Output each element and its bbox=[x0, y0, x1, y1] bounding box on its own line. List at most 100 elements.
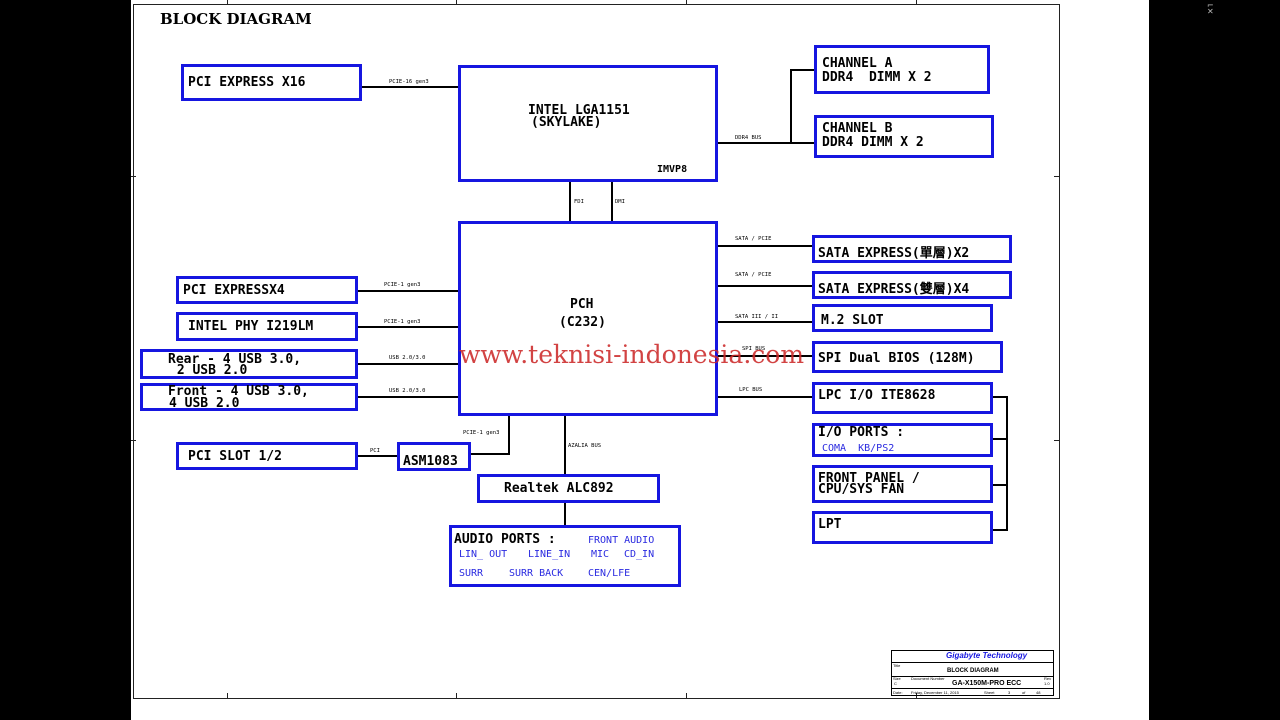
pcie-x4-block bbox=[176, 276, 358, 304]
rev-value: 1.0 bbox=[1044, 681, 1050, 686]
channel-a-block bbox=[814, 45, 990, 94]
schematic-sheet: BLOCK DIAGRAM PCIE-16 gen3 DDR4 BUS FDI … bbox=[131, 0, 1149, 720]
ddr4-vertical bbox=[790, 69, 792, 144]
spi-bios-label: SPI Dual BIOS (128M) bbox=[818, 351, 975, 366]
channel-b-line1: CHANNEL B bbox=[822, 121, 893, 136]
watermark: www.teknisi-indonesia.com bbox=[459, 340, 805, 369]
audio-line bbox=[564, 502, 566, 526]
bus-label-sata-pcie-1: SATA / PCIE bbox=[735, 236, 772, 242]
asm-pcie-vertical bbox=[508, 415, 510, 455]
date-value: Friday, December 11, 2015 bbox=[911, 690, 959, 695]
phy-line bbox=[357, 326, 459, 328]
sata-express-x2-block bbox=[812, 235, 1012, 263]
audio-surr: SURR bbox=[459, 568, 484, 579]
sata-x2-line bbox=[717, 245, 812, 247]
frame-tick bbox=[131, 440, 136, 441]
bus-label-pcie1-b: PCIE-1 gen3 bbox=[384, 319, 421, 325]
bus-label-usb-a: USB 2.0/3.0 bbox=[389, 355, 426, 361]
pch-block bbox=[458, 221, 718, 416]
rear-usb-block bbox=[140, 349, 358, 379]
audio-mic: MIC bbox=[591, 549, 610, 560]
cpu-codename: (SKYLAKE) bbox=[531, 115, 602, 130]
front-panel-block bbox=[812, 465, 993, 503]
m2-slot-block bbox=[812, 304, 993, 332]
frame-tick bbox=[686, 693, 687, 698]
tb-divider bbox=[892, 676, 1053, 677]
of-value: 48 bbox=[1036, 690, 1041, 695]
lpc-stub-ports bbox=[993, 438, 1008, 440]
ddr4-a-stub bbox=[790, 69, 814, 71]
frame-tick bbox=[1054, 440, 1059, 441]
of-label: of bbox=[1022, 690, 1026, 695]
sata-express-x2-label: SATA EXPRESS(單層)X2 bbox=[818, 246, 970, 261]
docnum-label: Document Number bbox=[911, 676, 945, 681]
front-usb-line1: Front - 4 USB 3.0, bbox=[168, 384, 309, 399]
asm1083-label: ASM1083 bbox=[403, 454, 458, 469]
pcie-x4-line bbox=[357, 290, 459, 292]
audio-front: FRONT AUDIO bbox=[588, 535, 655, 546]
cpu-block bbox=[458, 65, 718, 182]
pch-model: (C232) bbox=[559, 315, 606, 330]
bus-label-pcie16: PCIE-16 gen3 bbox=[389, 79, 429, 85]
title-block: Gigabyte Technology Title BLOCK DIAGRAM … bbox=[891, 650, 1054, 696]
title-label: Title bbox=[893, 663, 901, 668]
audio-cd-in: CD_IN bbox=[624, 549, 655, 560]
io-ports-sub: COMA KB/PS2 bbox=[822, 443, 895, 454]
lpc-vertical bbox=[1006, 396, 1008, 531]
pci-slot-label: PCI SLOT 1/2 bbox=[188, 449, 282, 464]
fdi-line bbox=[569, 181, 571, 222]
channel-b-block bbox=[814, 115, 994, 158]
audio-lin-out: LIN_ OUT bbox=[459, 549, 508, 560]
size-value: C bbox=[894, 681, 897, 686]
diagram-title: BLOCK DIAGRAM bbox=[160, 10, 312, 28]
tb-divider bbox=[892, 662, 1053, 663]
front-panel-line2: CPU/SYS FAN bbox=[818, 482, 905, 497]
minimize-icon[interactable]: ⌐ bbox=[1207, 1, 1214, 10]
lpc-io-label: LPC I/O ITE8628 bbox=[818, 388, 936, 403]
audio-ports-heading: AUDIO PORTS : bbox=[454, 532, 556, 547]
dmi-line bbox=[611, 181, 613, 222]
channel-a-line1: CHANNEL A bbox=[822, 56, 893, 71]
front-usb-block bbox=[140, 383, 358, 411]
close-icon[interactable]: ✕ bbox=[1207, 7, 1214, 16]
channel-b-line2: DDR4 DIMM X 2 bbox=[822, 135, 924, 150]
asm-pcie-horizontal bbox=[469, 453, 510, 455]
bus-label-spi: SPI BUS bbox=[742, 346, 766, 352]
rev-label: Rev bbox=[1044, 676, 1052, 681]
bus-label-azalia: AZALIA BUS bbox=[568, 443, 602, 449]
azalia-line bbox=[564, 415, 566, 475]
intel-phy-label: INTEL PHY I219LM bbox=[188, 319, 314, 334]
pch-name: PCH bbox=[570, 297, 594, 312]
rear-usb-line2: 2 USB 2.0 bbox=[169, 363, 248, 378]
usb-rear-line bbox=[357, 363, 459, 365]
lpc-line bbox=[717, 396, 812, 398]
front-usb-line2: 4 USB 2.0 bbox=[169, 396, 240, 411]
bus-label-sata3: SATA III / II bbox=[735, 314, 779, 320]
bus-label-dmi: DMI bbox=[615, 199, 625, 205]
audio-surr-back: SURR BACK bbox=[509, 568, 564, 579]
usb-front-line bbox=[357, 396, 459, 398]
pci-line bbox=[357, 455, 399, 457]
io-ports-label: I/O PORTS : bbox=[818, 425, 905, 440]
size-label: Size bbox=[893, 676, 901, 681]
audio-line-in: LINE_IN bbox=[528, 549, 571, 560]
realtek-block bbox=[477, 474, 660, 503]
rear-usb-line1: Rear - 4 USB 3.0, bbox=[168, 352, 302, 367]
bus-label-pcie1-c: PCIE-1 gen3 bbox=[463, 430, 500, 436]
window-controls[interactable]: ⌐ ✕ bbox=[1207, 1, 1214, 16]
bus-label-ddr4: DDR4 BUS bbox=[735, 135, 762, 141]
spi-line bbox=[717, 355, 812, 357]
audio-ports-block bbox=[449, 525, 681, 587]
spi-bios-block bbox=[812, 341, 1003, 373]
asm1083-block bbox=[397, 442, 471, 471]
frame-tick bbox=[916, 0, 917, 5]
pcie16-line bbox=[361, 86, 459, 88]
intel-phy-block bbox=[176, 312, 358, 341]
cpu-name: INTEL LGA1151 bbox=[528, 103, 630, 118]
title-value: BLOCK DIAGRAM bbox=[947, 668, 999, 674]
lpt-block bbox=[812, 511, 993, 544]
pcie-x16-block bbox=[181, 64, 362, 101]
lpc-io-block bbox=[812, 382, 993, 414]
cpu-vr: IMVP8 bbox=[657, 164, 688, 175]
sata-express-x4-label: SATA EXPRESS(雙層)X4 bbox=[818, 282, 970, 297]
